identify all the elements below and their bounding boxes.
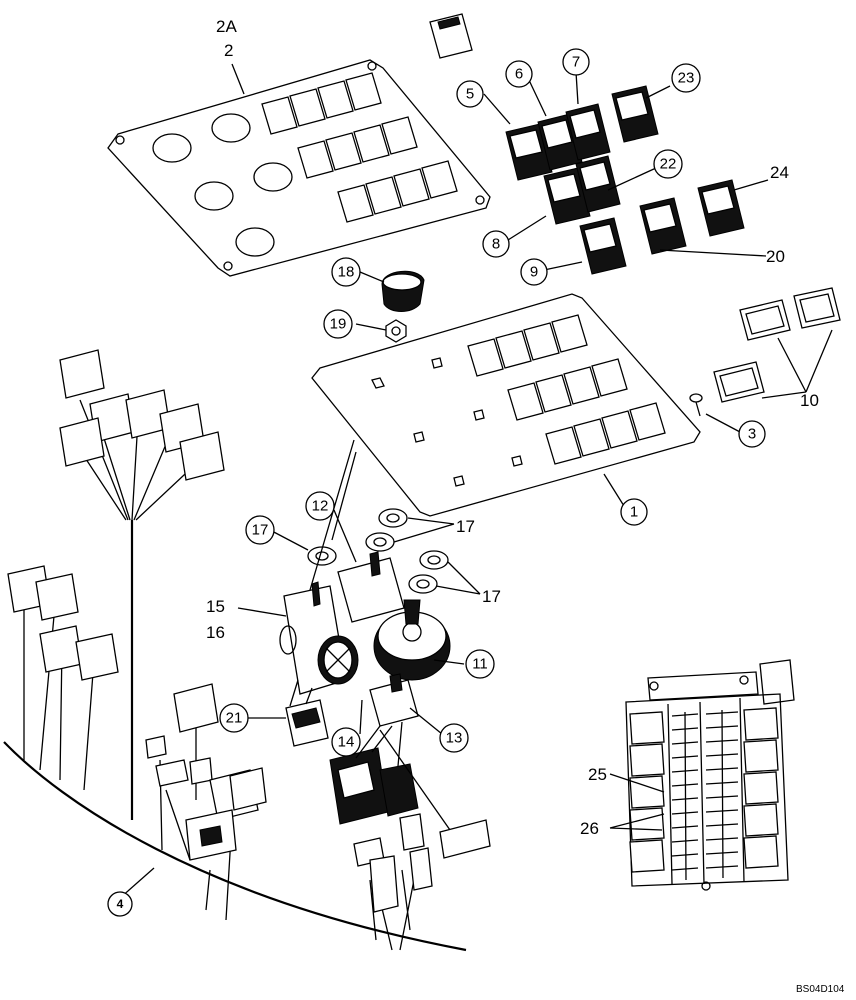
callout-1: 1 [620,498,648,526]
callout-11: 11 [465,649,495,679]
switch-assembly [279,551,451,825]
callout-22: 22 [653,149,683,179]
upper-panel-slots [261,72,458,223]
svg-text:11: 11 [472,656,488,673]
label-25: 25 [588,765,607,784]
callout-9: 9 [520,258,548,286]
svg-text:13: 13 [446,730,463,747]
wiring-harness [3,399,467,952]
rocker-switch-icon [611,85,659,143]
relays-left [629,711,665,873]
svg-text:17: 17 [252,522,269,539]
svg-text:9: 9 [530,264,538,281]
upper-panel-plate [107,59,491,277]
svg-text:6: 6 [515,66,523,83]
rocker-switch-icon [565,103,611,161]
callout-14: 14 [331,727,361,757]
label-24: 24 [770,163,789,182]
lower-mounting-plate [311,293,701,517]
callout-23: 23 [671,63,701,93]
label-26: 26 [580,819,599,838]
callout-3: 3 [738,420,766,448]
svg-text:23: 23 [678,70,695,87]
top-connector-icon [429,13,473,59]
callout-19: 19 [323,309,353,339]
svg-text:14: 14 [338,734,355,751]
fuses [671,709,739,881]
label-17b: 17 [482,587,501,606]
callout-12: 12 [305,491,335,521]
washers [307,508,449,594]
label-16: 16 [206,623,225,642]
svg-text:5: 5 [466,86,474,103]
callout-8: 8 [482,230,510,258]
svg-text:12: 12 [312,498,329,515]
callout-6: 6 [505,60,533,88]
svg-text:3: 3 [748,426,756,443]
label-20: 20 [766,247,785,266]
label-15: 15 [206,597,225,616]
callout-18: 18 [331,257,361,287]
callout-5: 5 [456,80,484,108]
lower-plate-slots [467,314,666,465]
svg-text:19: 19 [330,316,347,333]
callout-21: 21 [219,703,249,733]
callout-13: 13 [439,723,469,753]
label-10: 10 [800,391,819,410]
svg-text:1: 1 [630,504,638,521]
screw-icon [689,393,703,417]
nut-icon [385,319,407,343]
svg-text:7: 7 [572,54,580,71]
rocker-switches [505,85,745,275]
rocker-switch-icon [697,179,745,237]
callout-17: 17 [245,515,275,545]
drawing-code: BS04D104 [796,984,845,995]
harness-connectors [7,349,491,913]
rocker-switch-icon [505,123,553,181]
callout-4: 4 [107,891,133,917]
rocker-switch-icon [575,155,621,213]
rocker-switch-icon [543,167,591,225]
svg-text:8: 8 [492,236,500,253]
leader-lines [119,63,833,899]
svg-text:21: 21 [226,710,243,727]
rocker-switch-icon [639,197,687,255]
svg-text:4: 4 [117,897,124,911]
rocker-switch-icon [579,217,627,275]
svg-text:22: 22 [660,156,677,173]
blank-plugs [713,287,841,403]
callout-7: 7 [562,48,590,76]
fuse-relay-block [625,659,795,891]
relays-right [743,707,779,869]
label-17a: 17 [456,517,475,536]
label-2: 2 [224,41,233,60]
rotary-knob-icon [381,270,425,312]
label-2a: 2A [216,17,237,36]
svg-text:18: 18 [338,264,355,281]
